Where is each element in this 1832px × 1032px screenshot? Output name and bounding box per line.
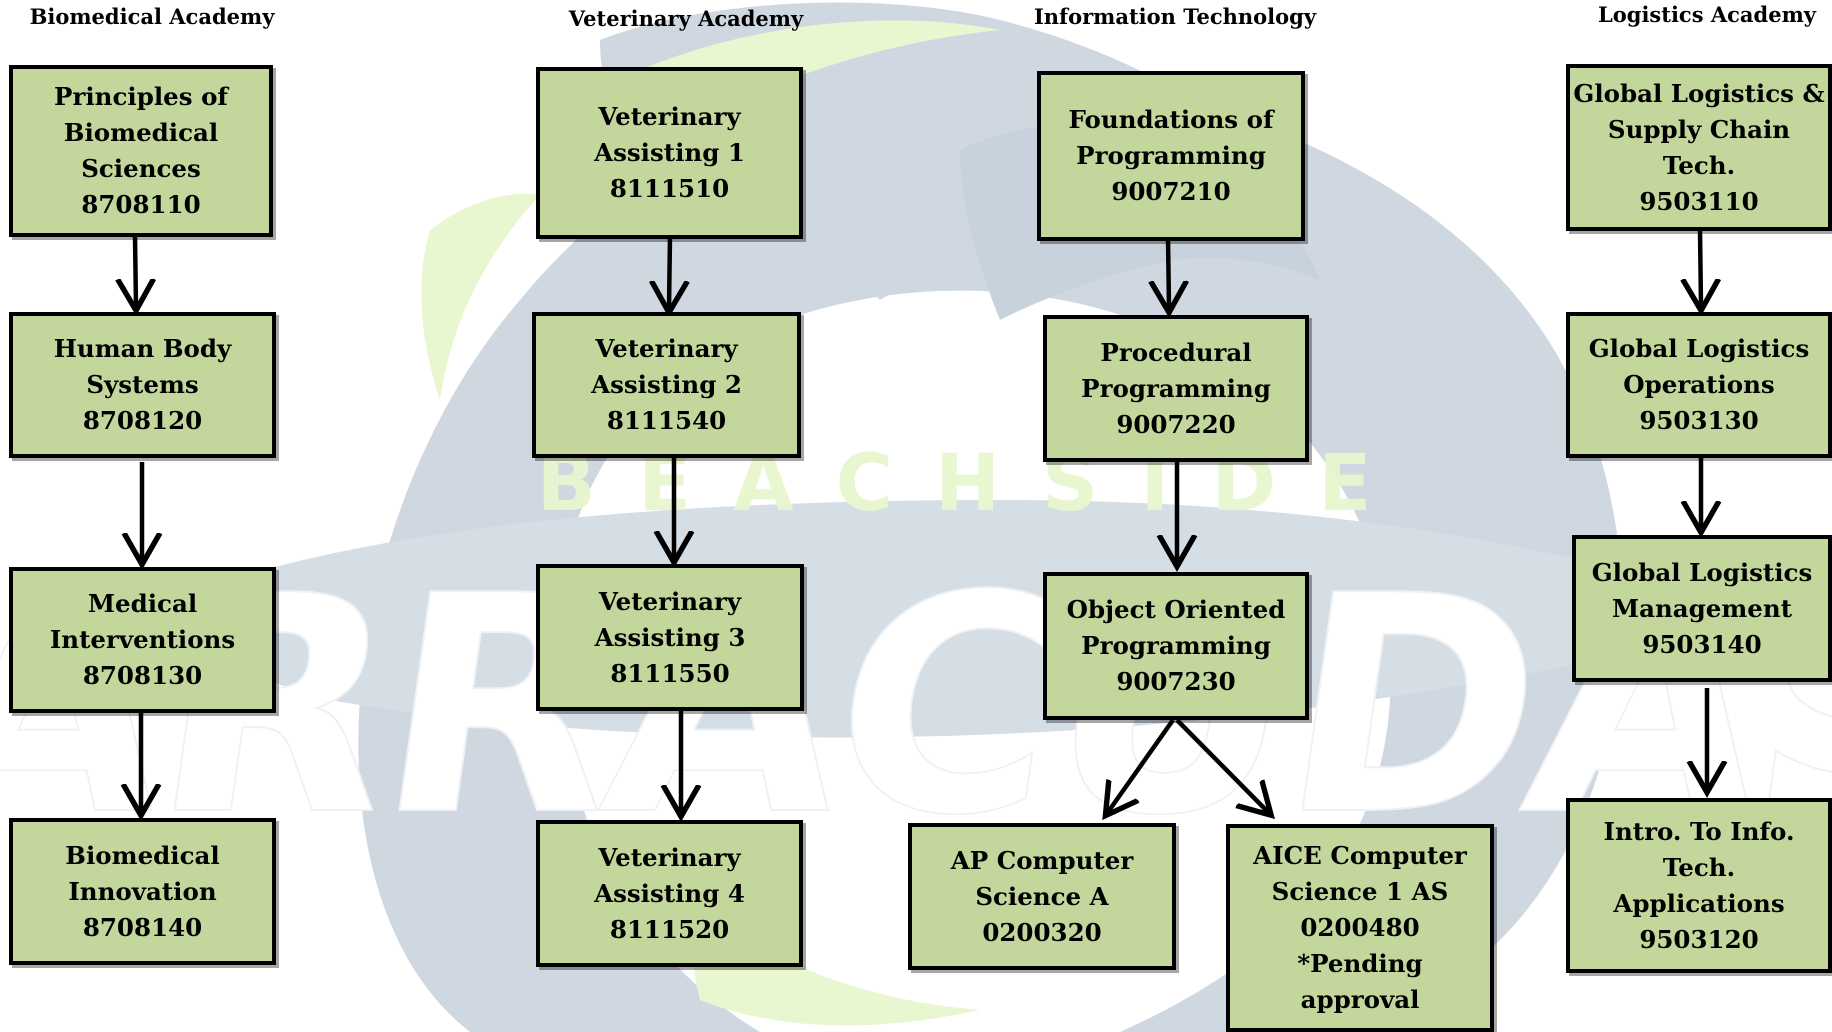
course-text-line: Global Logistics & <box>1573 78 1825 108</box>
course-text-line: 8111520 <box>609 914 730 944</box>
course-text-line: Interventions <box>49 625 236 654</box>
course-text-line: 8111540 <box>606 406 727 435</box>
course-text-line: Veterinary <box>598 586 742 616</box>
course-text-line: Systems <box>86 370 199 399</box>
course-text-line: 8708130 <box>82 661 203 690</box>
course-text-line: 9503110 <box>1639 186 1759 216</box>
accent-swoosh-left <box>421 193 540 400</box>
course-text-line: 8708110 <box>81 190 201 219</box>
course-text-line: Assisting 4 <box>594 878 745 908</box>
course-text-line: Medical <box>87 589 198 618</box>
course-text-line: 9007210 <box>1111 177 1231 206</box>
course-text-line: Assisting 1 <box>594 138 745 167</box>
course-text-line: Object Oriented <box>1066 595 1286 624</box>
course-text-line: Human Body <box>53 334 232 363</box>
accent-swoosh-bottom <box>692 900 980 1026</box>
course-text-line: 0200480 <box>1300 913 1420 942</box>
course-text-line: Biomedical <box>65 840 220 870</box>
course-text-line: Management <box>1611 593 1793 623</box>
course-text-line: Programming <box>1076 141 1266 170</box>
course-text-line: Applications <box>1613 888 1785 918</box>
course-box-intro-to-info-tech-applications: Intro. To Info. Tech. Applications 9503120 <box>1566 798 1832 973</box>
course-text-line: *Pending <box>1297 949 1423 978</box>
course-text-line: Tech. <box>1662 150 1736 180</box>
course-text-line: Tech. <box>1662 852 1736 882</box>
course-text-line: Assisting 3 <box>594 622 746 652</box>
course-text-line: Procedural <box>1100 337 1252 367</box>
course-text-line: 8111550 <box>610 658 730 688</box>
course-text-line: Sciences <box>81 154 201 183</box>
title-logistics-academy: Logistics Academy <box>1597 2 1817 27</box>
course-text-line: Veterinary <box>595 334 738 363</box>
course-text-line: Foundations of <box>1068 105 1274 134</box>
course-text-line: Innovation <box>68 876 217 906</box>
course-text-line: 9007230 <box>1116 667 1236 696</box>
course-text-line: AICE Computer <box>1253 841 1467 870</box>
course-text-line: Principles of <box>54 82 228 111</box>
course-text-line: Intro. To Info. <box>1603 816 1795 846</box>
course-text-line: Supply Chain <box>1607 114 1791 144</box>
course-text-line: Programming <box>1081 373 1271 403</box>
course-text-line: 9007220 <box>1116 409 1236 439</box>
course-text-line: 9503120 <box>1639 924 1759 954</box>
course-text-line: 9503140 <box>1642 629 1762 659</box>
course-text-line: Global Logistics <box>1591 557 1813 587</box>
course-text-line: 9503130 <box>1639 406 1759 435</box>
title-biomedical-academy: Biomedical Academy <box>29 4 275 29</box>
course-text-line: Programming <box>1081 631 1271 660</box>
course-text-line: Veterinary <box>598 102 741 131</box>
course-text-line: 8111510 <box>609 174 730 203</box>
course-text-line: AP Computer <box>950 845 1134 875</box>
course-text-line: Global Logistics <box>1588 334 1810 363</box>
course-text-line: 8708120 <box>82 406 203 435</box>
course-text-line: Biomedical <box>63 118 219 147</box>
course-text-line: 8708140 <box>82 912 203 942</box>
course-text-line: Veterinary <box>598 842 741 872</box>
course-text-line: 0200320 <box>982 917 1102 947</box>
course-box-foundations-of-programming: Foundations of Programming 9007210 <box>1037 71 1305 241</box>
title-information-technology: Information Technology <box>1033 4 1317 29</box>
course-text-line: Assisting 2 <box>591 370 742 399</box>
course-text-line: Science 1 AS <box>1271 877 1449 906</box>
course-text-line: Science A <box>975 881 1109 911</box>
course-text-line: approval <box>1300 985 1420 1014</box>
course-text-line: Operations <box>1623 370 1775 399</box>
title-veterinary-academy: Veterinary Academy <box>568 6 804 31</box>
